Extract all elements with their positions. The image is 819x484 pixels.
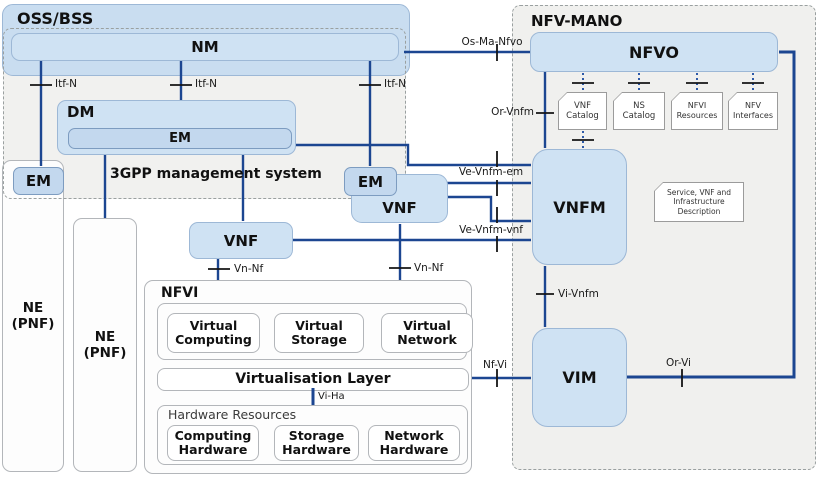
em-bar-label: EM (169, 131, 191, 146)
vim-box: VIM (532, 328, 627, 427)
hardware-resources-container: Hardware Resources Computing Hardware St… (157, 405, 468, 465)
os-ma-nfvo-label: Os-Ma-Nfvo (461, 36, 523, 48)
em-right-label: EM (357, 172, 384, 191)
vn-nf-label-1: Vn-Nf (234, 263, 264, 275)
nfvi-title: NFVI (161, 285, 199, 301)
3gpp-dashed-box (3, 28, 406, 199)
vnf-catalog-box: VNF Catalog (558, 92, 607, 130)
computing-hardware-box: Computing Hardware (167, 425, 259, 461)
vim-label: VIM (562, 368, 597, 387)
nfv-interfaces-label: NFV Interfaces (729, 93, 777, 129)
nfvo-label: NFVO (628, 42, 680, 62)
ne-pnf-2-label: NE (PNF) (83, 328, 127, 361)
ns-catalog-box: NS Catalog (613, 92, 665, 130)
ve-vnfm-vnf-line (448, 195, 531, 223)
or-vi-label: Or-Vi (666, 357, 691, 369)
nfvi-resources-label: NFVI Resources (672, 93, 722, 129)
vi-ha-label: Vi-Ha (318, 391, 345, 402)
nm-label: NM (191, 38, 219, 56)
ve-vnfm-em-label: Ve-Vnfm-em (458, 166, 524, 178)
virtual-computing-box: Virtual Computing (167, 313, 260, 353)
em-left-label: EM (25, 172, 52, 190)
ns-catalog-label: NS Catalog (614, 93, 664, 129)
vnf-left-box: VNF (189, 222, 293, 259)
nf-vi-label: Nf-Vi (483, 359, 508, 371)
service-description-label: Service, VNF and Infrastructure Descript… (655, 183, 743, 221)
nfvi-box: NFVI Virtual Computing Virtual Storage V… (144, 280, 473, 474)
vnf-right-label: VNF (382, 198, 417, 217)
nfv-interfaces-box: NFV Interfaces (728, 92, 778, 130)
ve-vnfm-em-line (291, 143, 531, 167)
3gpp-label: 3GPP management system (110, 166, 322, 182)
em-right-box: EM (344, 167, 397, 196)
vn-nf-label-2: Vn-Nf (414, 262, 444, 274)
itf-n-label-1: Itf-N (55, 78, 77, 90)
nm-box: NM (11, 33, 399, 61)
virtualisation-layer-bar: Virtualisation Layer (157, 368, 469, 391)
dm-label: DM (67, 103, 95, 121)
nfvi-resources-box: NFVI Resources (671, 92, 723, 130)
vnf-left-label: VNF (223, 231, 259, 250)
dm-box: DM EM (57, 100, 296, 155)
service-description-box: Service, VNF and Infrastructure Descript… (654, 182, 744, 222)
vnfm-label: VNFM (553, 197, 606, 217)
em-left-box: EM (13, 167, 64, 195)
hardware-resources-label: Hardware Resources (168, 407, 297, 422)
storage-hardware-box: Storage Hardware (274, 425, 359, 461)
vnf-catalog-label: VNF Catalog (559, 93, 606, 129)
virtual-resources-container: Virtual Computing Virtual Storage Virtua… (157, 303, 473, 360)
nfvo-box: NFVO (530, 32, 778, 72)
or-vi-line (627, 50, 796, 379)
oss-bss-label: OSS/BSS (17, 9, 94, 28)
virtual-storage-box: Virtual Storage (274, 313, 364, 353)
ne-pnf-1-label: NE (PNF) (11, 299, 55, 332)
or-vnfm-label: Or-Vnfm (491, 106, 534, 118)
ne-pnf-1: NE (PNF) (2, 160, 64, 472)
ve-vnfm-vnf-label: Ve-Vnfm-vnf (459, 224, 523, 236)
reference-point-ticks (30, 44, 764, 387)
virtual-network-box: Virtual Network (381, 313, 473, 353)
vnfm-box: VNFM (532, 149, 627, 265)
em-bar: EM (68, 128, 292, 149)
nfv-mano-title: NFV-MANO (531, 12, 623, 30)
itf-n-label-3: Itf-N (384, 78, 406, 90)
network-hardware-box: Network Hardware (368, 425, 460, 461)
ne-pnf-2: NE (PNF) (73, 218, 137, 472)
itf-n-label-2: Itf-N (195, 78, 217, 90)
vi-vnfm-label: Vi-Vnfm (558, 288, 599, 300)
